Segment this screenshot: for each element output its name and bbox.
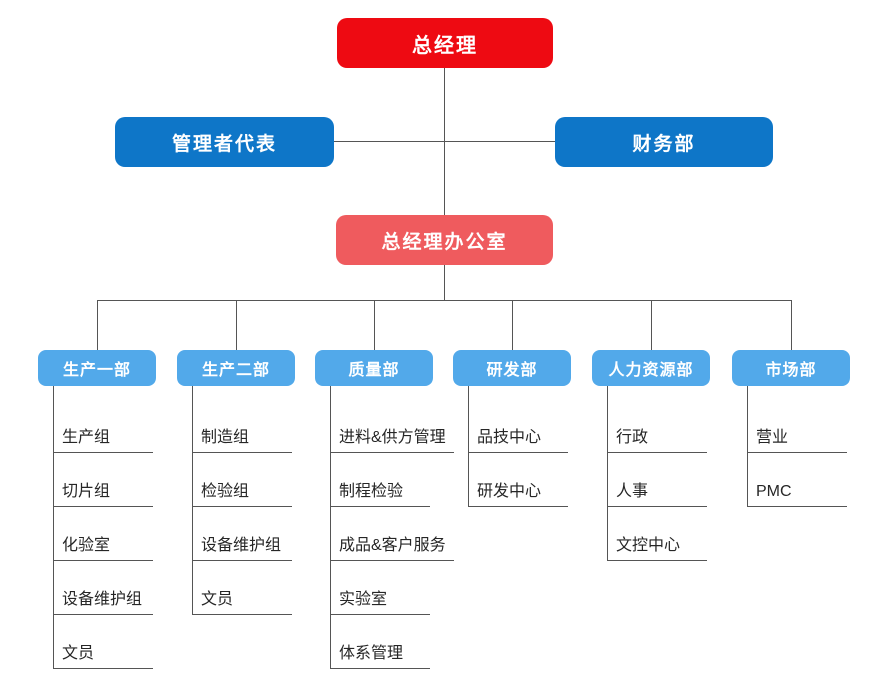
sub-unit: 成品&客户服务 (330, 529, 454, 561)
department-column-3: 质量部 进料&供方管理 制程检验 成品&客户服务 实验室 体系管理 (315, 350, 454, 686)
sub-unit: 切片组 (53, 475, 153, 507)
dept-box-marketing: 市场部 (732, 350, 850, 386)
dept-box-rnd: 研发部 (453, 350, 571, 386)
connector-drop-6 (791, 300, 792, 350)
sub-unit: 进料&供方管理 (330, 421, 454, 453)
sub-unit: 设备维护组 (192, 529, 292, 561)
sub-unit: PMC (747, 475, 847, 507)
connector-spine (97, 300, 791, 301)
connector-drop-5 (651, 300, 652, 350)
sub-unit: 品技中心 (468, 421, 568, 453)
sub-unit: 生产组 (53, 421, 153, 453)
dept-box-quality: 质量部 (315, 350, 433, 386)
department-column-4: 研发部 品技中心 研发中心 (453, 350, 571, 686)
department-column-6: 市场部 营业 PMC (732, 350, 850, 686)
department-column-2: 生产二部 制造组 检验组 设备维护组 文员 (177, 350, 295, 686)
node-management-representative: 管理者代表 (115, 117, 334, 167)
connector-list-6 (747, 386, 748, 507)
dept-box-hr: 人力资源部 (592, 350, 710, 386)
connector-office-to-spine (444, 265, 445, 300)
sub-unit: 行政 (607, 421, 707, 453)
connector-drop-4 (512, 300, 513, 350)
dept-box-production-2: 生产二部 (177, 350, 295, 386)
sub-unit: 设备维护组 (53, 583, 153, 615)
sub-unit: 研发中心 (468, 475, 568, 507)
sub-unit: 化验室 (53, 529, 153, 561)
node-gm-office: 总经理办公室 (336, 215, 553, 265)
connector-drop-1 (97, 300, 98, 350)
sub-unit: 文员 (192, 583, 292, 615)
sub-unit: 文控中心 (607, 529, 707, 561)
connector-list-4 (468, 386, 469, 507)
sub-unit: 人事 (607, 475, 707, 507)
connector-list-5 (607, 386, 608, 561)
sub-unit: 制造组 (192, 421, 292, 453)
connector-list-1 (53, 386, 54, 669)
department-column-1: 生产一部 生产组 切片组 化验室 设备维护组 文员 (38, 350, 156, 686)
node-finance-department: 财务部 (555, 117, 773, 167)
sub-unit: 体系管理 (330, 637, 430, 669)
connector-drop-3 (374, 300, 375, 350)
connector-list-2 (192, 386, 193, 615)
sub-unit: 实验室 (330, 583, 430, 615)
sub-unit: 制程检验 (330, 475, 430, 507)
department-column-5: 人力资源部 行政 人事 文控中心 (592, 350, 710, 686)
connector-drop-2 (236, 300, 237, 350)
connector-list-3 (330, 386, 331, 669)
sub-unit: 文员 (53, 637, 153, 669)
sub-unit: 检验组 (192, 475, 292, 507)
connector-staff-cross (334, 141, 555, 142)
dept-box-production-1: 生产一部 (38, 350, 156, 386)
node-general-manager: 总经理 (337, 18, 553, 68)
sub-unit: 营业 (747, 421, 847, 453)
